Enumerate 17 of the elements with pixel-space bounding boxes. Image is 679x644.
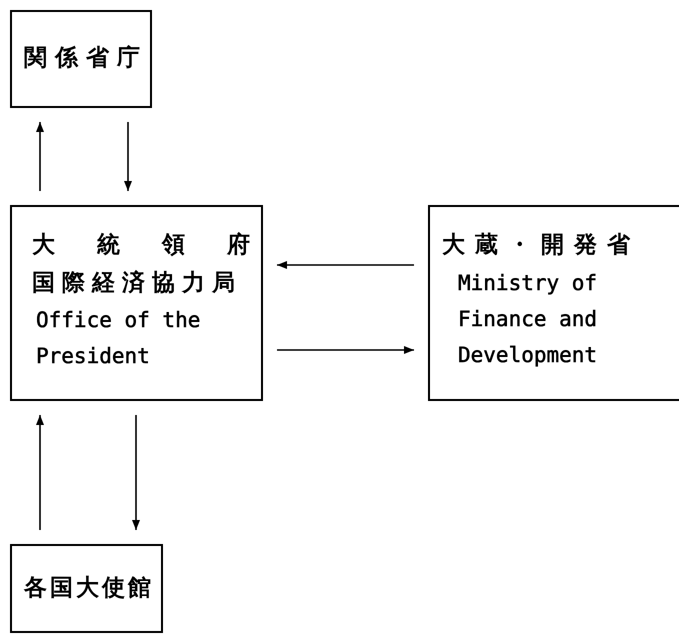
- process-box: [10, 205, 263, 401]
- box-caption: Office of the President: [36, 307, 202, 370]
- arrow: [277, 346, 414, 354]
- process-box: [10, 544, 163, 633]
- box-subheading: 国際経済協力局: [32, 269, 242, 298]
- arrow: [132, 415, 140, 530]
- box-heading: 大蔵・開発省: [442, 231, 640, 260]
- arrow: [277, 261, 414, 269]
- box-label: 関係省庁: [24, 44, 148, 73]
- arrow: [124, 122, 132, 191]
- arrow: [36, 415, 44, 530]
- box-caption: Ministry of Finance and Development: [458, 270, 598, 369]
- process-box: [428, 205, 679, 401]
- process-box: [10, 10, 152, 108]
- arrow: [36, 122, 44, 191]
- box-label: 各国大使館: [24, 574, 154, 603]
- box-heading: 大統領府: [32, 231, 292, 260]
